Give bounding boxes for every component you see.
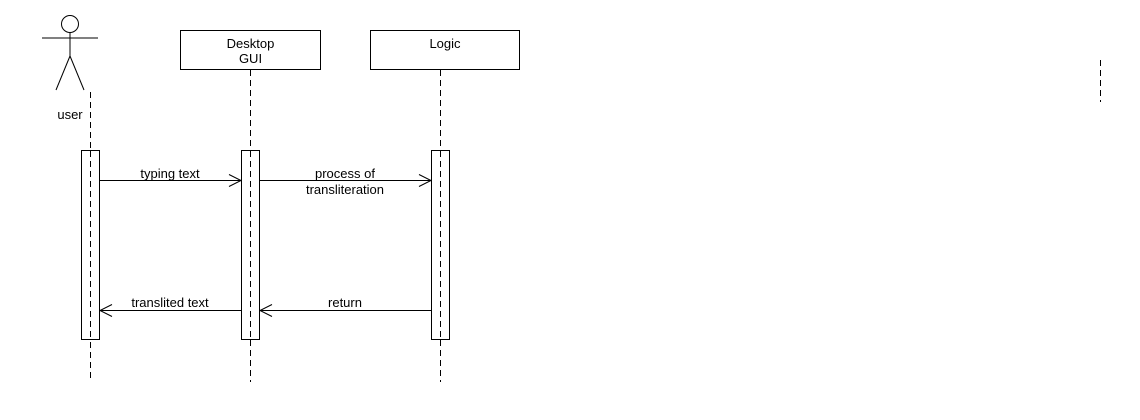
message-label: typing text (140, 166, 200, 181)
message-return: return (258, 295, 431, 317)
participant-gui-label-line1: Desktop (227, 36, 275, 51)
arrowhead-right-icon (418, 174, 433, 187)
actor-left-leg (55, 55, 71, 91)
message-label: translited text (131, 295, 209, 310)
actor-head (61, 15, 79, 33)
arrowhead-left-icon (98, 304, 113, 317)
message-process-of-transliteration: process of transliteration (260, 166, 433, 197)
participant-gui-label-line2: GUI (239, 51, 262, 66)
actor-user (42, 15, 98, 91)
arrowhead-left-icon (258, 304, 273, 317)
participant-logic: Logic (370, 30, 520, 70)
message-label-line2: transliteration (306, 182, 384, 197)
participant-logic-box (370, 30, 520, 70)
message-label: return (328, 295, 362, 310)
message-label-line1: process of (315, 166, 375, 181)
actor-user-label: user (57, 107, 83, 122)
actor-right-leg (69, 55, 85, 91)
participant-gui: Desktop GUI (180, 30, 321, 70)
arrowhead-right-icon (228, 174, 243, 187)
message-translited-text: translited text (98, 295, 241, 317)
participant-gui-box (180, 30, 321, 70)
participant-logic-label: Logic (429, 36, 461, 51)
message-typing-text: typing text (100, 166, 243, 187)
